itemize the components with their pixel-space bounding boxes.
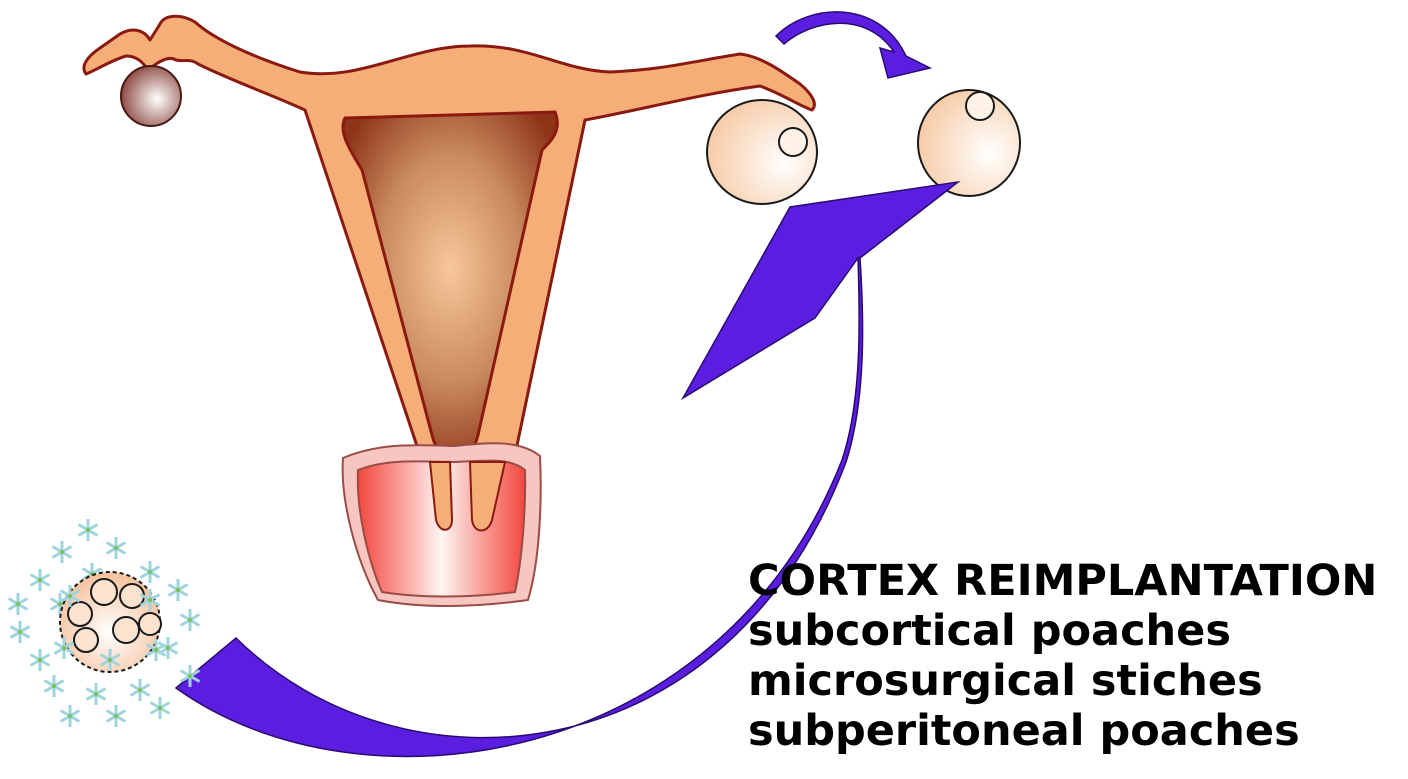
egg-icon — [121, 66, 181, 126]
ovary-icon — [707, 100, 817, 204]
caption-heading: CORTEX REIMPLANTATION — [748, 556, 1377, 606]
cervix-icon — [343, 443, 541, 606]
method-item: subcortical poaches — [748, 606, 1377, 656]
frozen-tissue-icon — [9, 519, 200, 727]
caption: CORTEX REIMPLANTATION subcortical poache… — [748, 556, 1377, 756]
reimplanted-ovary-icon — [918, 90, 1020, 196]
transfer-arrow-small — [776, 12, 930, 78]
method-item: subperitoneal poaches — [748, 706, 1377, 756]
method-item: microsurgical stiches — [748, 656, 1377, 706]
